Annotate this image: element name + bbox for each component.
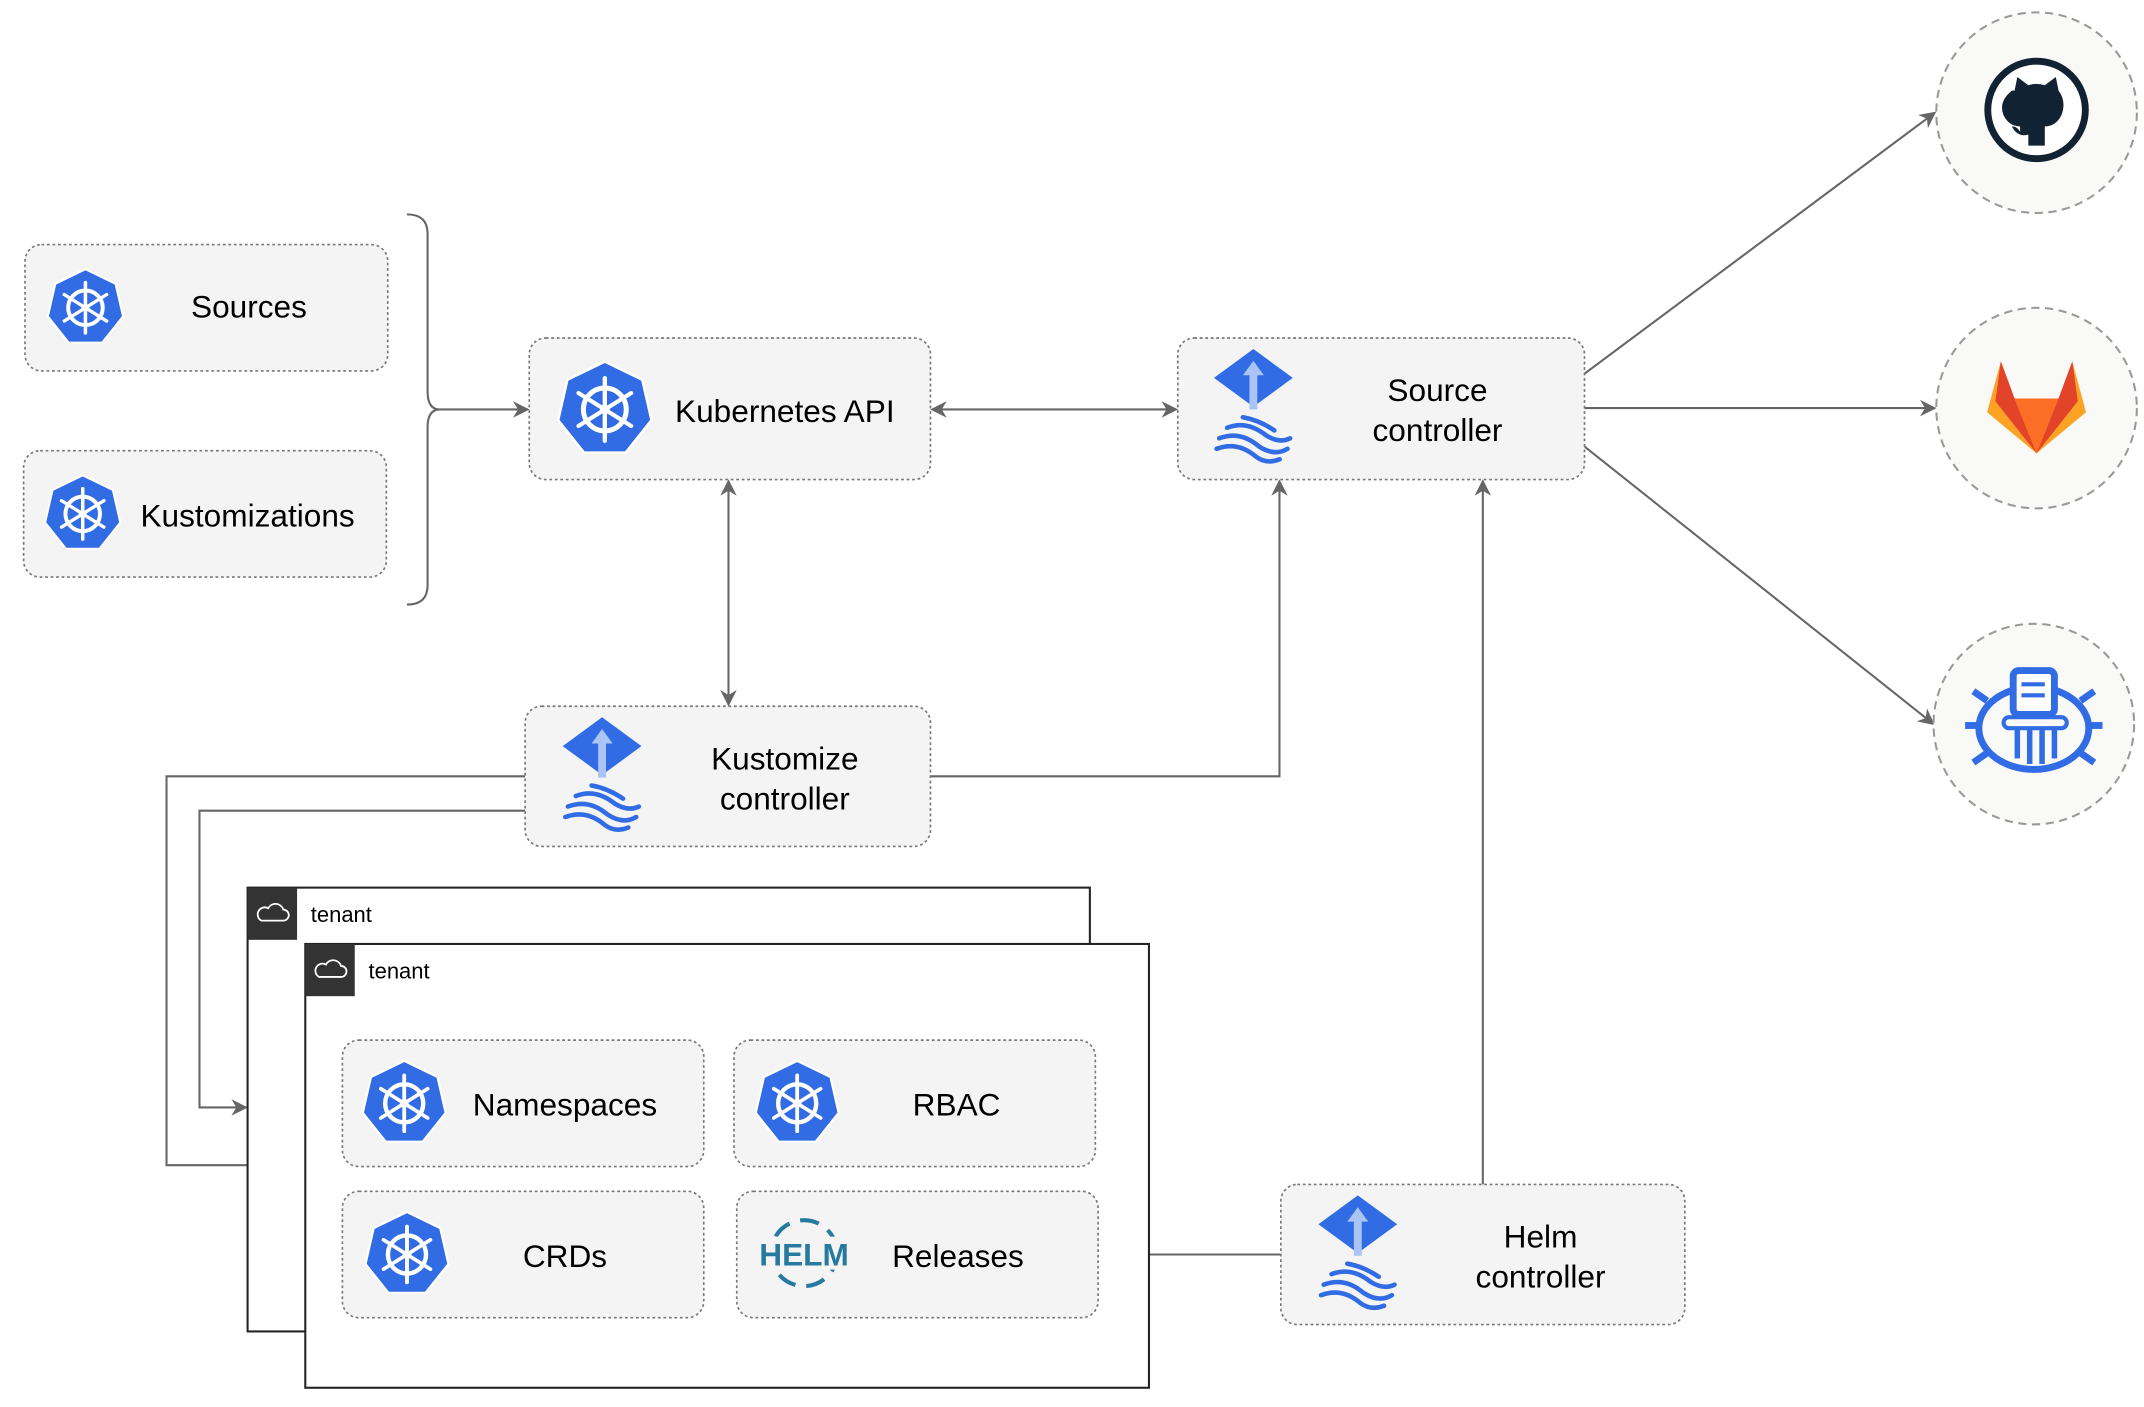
- kubernetes-api-label: Kubernetes API: [675, 393, 895, 429]
- tenant-label: tenant: [311, 902, 372, 927]
- releases-label: Releases: [892, 1238, 1024, 1274]
- node-sources[interactable]: Sources: [24, 243, 389, 372]
- node-helm-controller[interactable]: Helm controller: [1280, 1183, 1686, 1326]
- rbac-label: RBAC: [913, 1087, 1001, 1123]
- cloud-icon: [256, 902, 290, 922]
- node-source-controller[interactable]: Source controller: [1176, 337, 1586, 481]
- edge-kustomize-to-tenant-back: [198, 809, 526, 1116]
- node-crds[interactable]: CRDs: [341, 1190, 705, 1319]
- node-kubernetes-api[interactable]: Kubernetes API: [528, 337, 932, 481]
- cloud-icon: [314, 959, 348, 978]
- tenant-label: tenant: [369, 958, 430, 983]
- gitlab-source[interactable]: [1935, 306, 2138, 510]
- helm-icon: HELM: [759, 1218, 851, 1289]
- source-controller-label-2: controller: [1373, 412, 1503, 448]
- grouping-brace: [406, 213, 441, 606]
- helm-controller-label-1: Helm: [1504, 1219, 1578, 1255]
- kustomizations-label: Kustomizations: [140, 497, 354, 533]
- helm-logo-text: HELM: [759, 1236, 849, 1272]
- edge-source-to-github: [1583, 111, 1937, 375]
- gitlab-icon: [1987, 361, 2087, 454]
- kustomize-controller-label-2: controller: [720, 780, 850, 816]
- edge-kustomize-to-tenant-front: [165, 775, 526, 1174]
- kustomize-controller-label-1: Kustomize: [711, 740, 858, 776]
- crds-label: CRDs: [523, 1238, 607, 1274]
- bucket-icon: [1965, 667, 2103, 773]
- bucket-source[interactable]: [1932, 622, 2136, 826]
- sources-label: Sources: [191, 288, 307, 324]
- node-kustomizations[interactable]: Kustomizations: [22, 449, 388, 578]
- node-rbac[interactable]: RBAC: [733, 1039, 1097, 1168]
- helm-controller-label-2: controller: [1476, 1258, 1606, 1294]
- edge-source-to-bucket: [1583, 445, 1935, 726]
- edge-kustomize-to-source-controller: [930, 479, 1288, 778]
- node-releases[interactable]: HELM Releases: [735, 1190, 1099, 1319]
- node-kustomize-controller[interactable]: Kustomize controller: [524, 705, 932, 848]
- source-controller-label-1: Source: [1387, 372, 1487, 408]
- github-icon: [1984, 57, 2089, 163]
- node-namespaces[interactable]: Namespaces: [341, 1039, 705, 1168]
- github-source[interactable]: [1935, 11, 2138, 215]
- namespaces-label: Namespaces: [473, 1087, 657, 1123]
